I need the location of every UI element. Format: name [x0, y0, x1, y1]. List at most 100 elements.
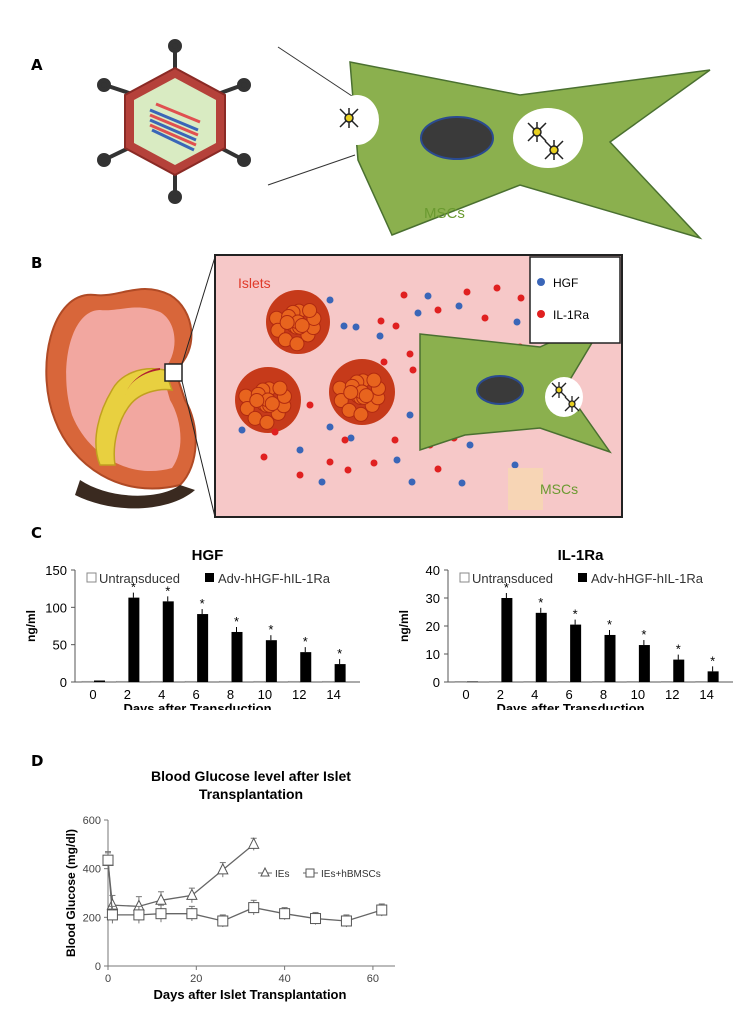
bar-untransduced	[322, 680, 334, 683]
panel-letter-a: A	[31, 56, 43, 74]
significance-marker: *	[268, 622, 273, 637]
legend-marker-il1ra	[537, 310, 545, 318]
hgf-bar-chart: HGF050100150ng/ml0*2*4*6*8*10*12*14Days …	[24, 547, 733, 710]
legend-label-il1ra: IL-1Ra	[553, 308, 589, 322]
data-point-triangle	[247, 837, 260, 849]
chart-title: HGF	[192, 547, 224, 564]
x-tick-label: 0	[89, 687, 96, 702]
virus-particle-icon	[527, 122, 547, 142]
chart-title-line: Transplantation	[199, 786, 303, 802]
y-tick-label: 20	[426, 619, 440, 634]
hgf-dot	[406, 411, 414, 419]
il1ra-dot	[434, 306, 442, 314]
legend-swatch-transduced	[205, 573, 214, 582]
nucleus-shape-b	[476, 375, 524, 405]
hgf-dot	[466, 441, 474, 449]
bar-untransduced	[592, 681, 604, 683]
bar-transduced	[94, 680, 105, 682]
x-tick-label: 20	[190, 973, 202, 985]
legend-label-untransduced: Untransduced	[472, 571, 553, 586]
bar-transduced	[231, 631, 243, 682]
data-point-square	[102, 854, 114, 866]
significance-marker: *	[641, 627, 646, 642]
panel-a-diagram: MSCs	[97, 39, 711, 240]
data-point-square	[186, 908, 198, 920]
glucose-chart-group: Blood Glucose level after IsletTransplan…	[64, 768, 395, 1002]
il1ra-dot	[380, 358, 388, 366]
il1ra-dot	[271, 428, 279, 436]
bar-untransduced	[116, 680, 128, 683]
legend-label-transduced: Adv-hHGF-hIL-1Ra	[218, 571, 331, 586]
y-tick-label: 200	[83, 912, 101, 924]
data-point-square	[279, 908, 291, 920]
il1ra-chart-group: IL-1Ra010203040ng/ml0*2*4*6*8*10*12*14Da…	[397, 547, 733, 710]
hgf-dot	[318, 478, 326, 486]
hgf-dot	[393, 456, 401, 464]
data-point-square	[376, 904, 388, 916]
bar-transduced	[638, 645, 650, 682]
significance-marker: *	[337, 646, 342, 661]
il1ra-dot	[392, 322, 400, 330]
islet-cell	[249, 392, 265, 408]
bar-transduced	[162, 601, 174, 682]
y-tick-label: 0	[433, 675, 440, 690]
bar-untransduced	[660, 681, 673, 683]
bar-untransduced	[219, 680, 231, 683]
bar-transduced	[535, 612, 547, 682]
legend-marker-ies-hbmscs	[305, 868, 315, 878]
bar-untransduced	[557, 681, 570, 683]
data-point-square	[340, 915, 352, 927]
legend-label-ies: IEs	[275, 869, 289, 880]
il1ra-dot	[344, 466, 352, 474]
significance-marker: *	[200, 596, 205, 611]
virus-particle-icon	[339, 108, 359, 128]
islet-cell	[333, 393, 349, 409]
panel-letter-d: D	[31, 752, 44, 770]
x-tick-label: 12	[665, 687, 679, 702]
data-point-square	[155, 908, 167, 920]
significance-marker: *	[131, 580, 136, 595]
il1ra-dot	[517, 294, 525, 302]
legend-box	[529, 256, 621, 344]
bar-transduced	[570, 624, 582, 682]
y-axis-label: ng/ml	[397, 610, 411, 642]
data-point-square	[310, 913, 322, 925]
y-tick-label: 0	[60, 675, 67, 690]
legend-label-transduced: Adv-hHGF-hIL-1Ra	[591, 571, 704, 586]
legend-swatch-transduced	[578, 573, 587, 582]
y-axis-label: Blood Glucose (mg/dl)	[64, 829, 78, 957]
x-tick-label: 4	[158, 687, 165, 702]
il1ra-dot	[409, 366, 417, 374]
significance-marker: *	[676, 642, 681, 657]
hgf-dot	[424, 292, 432, 300]
hgf-dot	[376, 332, 384, 340]
data-point-square	[133, 909, 145, 921]
kidney-icon	[45, 287, 197, 509]
virus-particle-icon	[544, 140, 564, 160]
hgf-dot	[347, 434, 355, 442]
bar-transduced	[128, 597, 140, 682]
hgf-dot	[326, 296, 334, 304]
bar-transduced	[467, 681, 478, 682]
y-tick-label: 100	[45, 600, 67, 615]
y-tick-label: 600	[83, 815, 101, 827]
endosome-shape	[335, 95, 379, 145]
y-tick-label: 400	[83, 864, 101, 876]
x-tick-label: 60	[367, 973, 379, 985]
panel-letter-c: C	[31, 524, 43, 542]
bar-untransduced	[489, 681, 501, 683]
x-axis-label: Days after Transduction	[496, 701, 644, 710]
islet-cell	[289, 336, 305, 352]
bar-untransduced	[287, 680, 300, 683]
virus-particle-icon	[564, 396, 580, 412]
bar-transduced	[501, 598, 513, 682]
islet-cell	[343, 384, 359, 400]
x-axis-label: Days after Islet Transplantation	[154, 987, 347, 1002]
nucleus-shape	[420, 116, 494, 160]
legend-label-hgf: HGF	[553, 276, 578, 290]
x-tick-label: 2	[124, 687, 131, 702]
bar-transduced	[197, 614, 209, 682]
legend-swatch-untransduced	[459, 572, 470, 583]
data-point-square	[217, 915, 229, 927]
x-tick-label: 4	[531, 687, 538, 702]
